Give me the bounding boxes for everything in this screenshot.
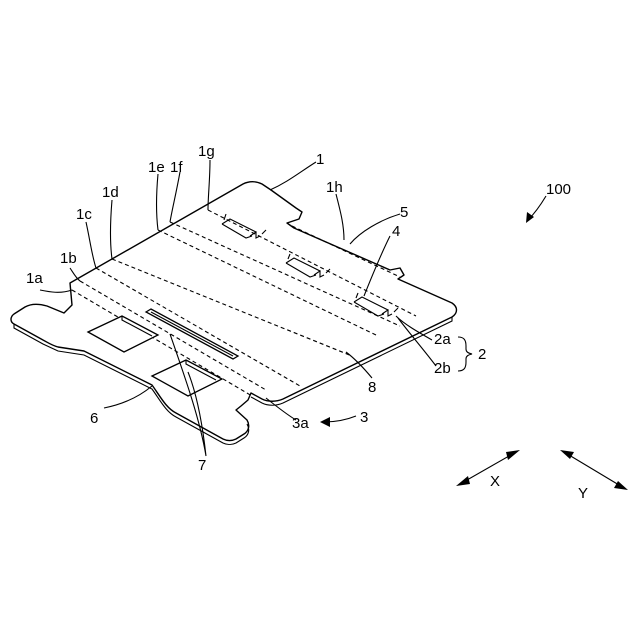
leader-1b	[70, 268, 80, 281]
label-3a: 3a	[292, 415, 309, 432]
label-x-axis: X	[490, 473, 500, 490]
y-axis-line	[564, 452, 624, 488]
label-1h: 1h	[326, 179, 343, 196]
label-4: 4	[392, 223, 400, 240]
axis-indicators	[456, 450, 628, 490]
arrowhead-100	[526, 212, 534, 223]
leader-1h	[336, 194, 344, 240]
label-2b: 2b	[434, 360, 451, 377]
label-1: 1	[316, 151, 324, 168]
label-3: 3	[360, 409, 368, 426]
label-y-axis: Y	[578, 485, 588, 502]
label-1g: 1g	[198, 143, 215, 160]
bracket-2	[458, 337, 472, 371]
leader-1	[270, 162, 316, 190]
y-axis-arrow-b	[614, 481, 628, 490]
label-1a: 1a	[26, 270, 43, 287]
x-axis-arrow-b	[506, 450, 520, 460]
x-axis-arrow-a	[456, 476, 470, 486]
label-1e: 1e	[148, 159, 165, 176]
label-2: 2	[478, 346, 486, 363]
leader-6	[104, 386, 152, 408]
leader-1e	[157, 174, 159, 230]
label-8: 8	[368, 379, 376, 396]
leader-1d	[111, 200, 113, 259]
label-1b: 1b	[60, 250, 77, 267]
label-2a: 2a	[434, 331, 451, 348]
label-6: 6	[90, 410, 98, 427]
leader-1c	[86, 222, 96, 268]
label-1c: 1c	[76, 206, 92, 223]
label-1d: 1d	[102, 184, 119, 201]
leader-1a	[40, 290, 72, 292]
arrowhead-3	[320, 417, 330, 427]
label-7: 7	[198, 457, 206, 474]
label-100: 100	[546, 181, 571, 198]
leader-1f	[170, 172, 180, 222]
y-axis-arrow-a	[560, 450, 574, 459]
label-5: 5	[400, 204, 408, 221]
label-1f: 1f	[170, 159, 183, 176]
